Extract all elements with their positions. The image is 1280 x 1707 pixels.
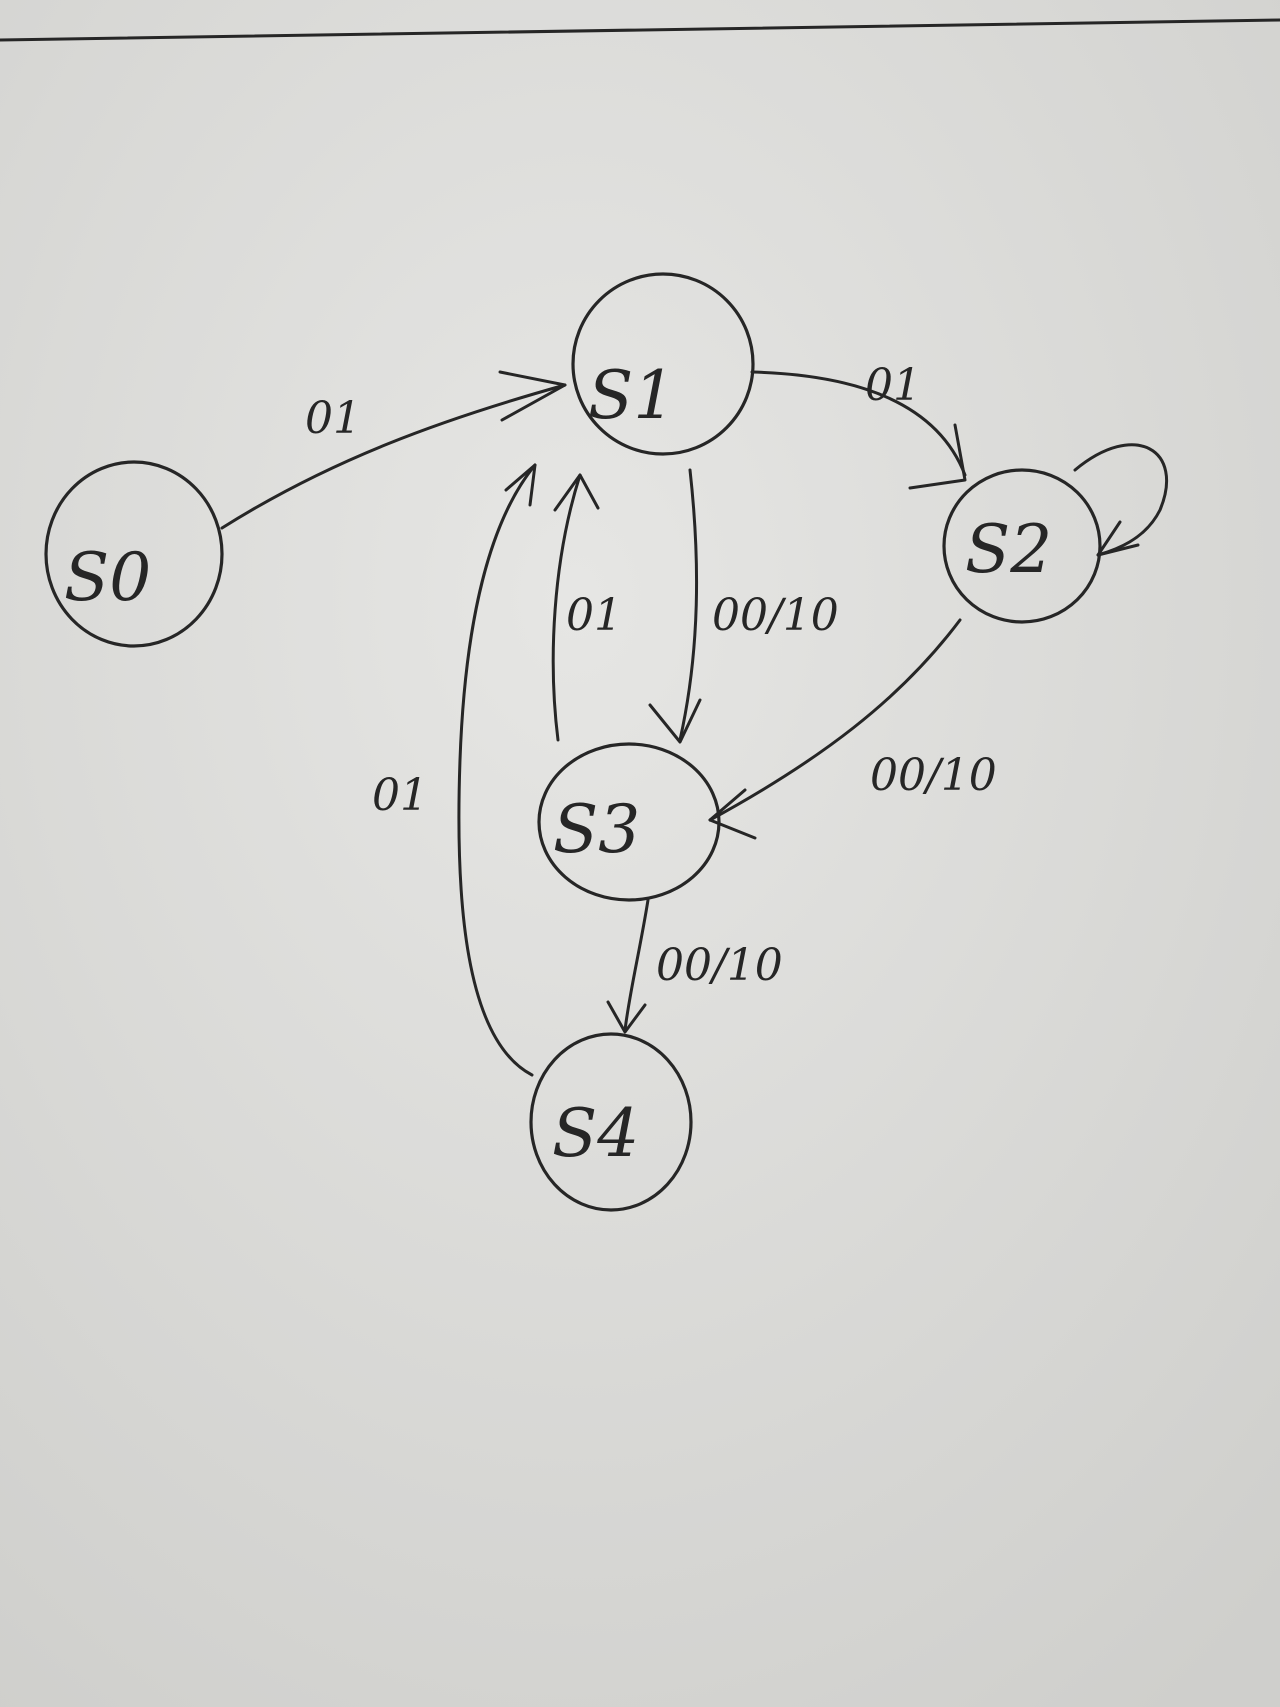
state-s3: S3 xyxy=(537,742,721,902)
transition-label-s1-s2: 01 xyxy=(865,360,921,411)
paper-edge-line xyxy=(0,18,1280,42)
state-label-s0: S0 xyxy=(64,539,151,616)
transition-label-s4-s1: 01 xyxy=(372,770,428,821)
state-label-s2: S2 xyxy=(965,511,1052,588)
transition-s1-s2: 01 xyxy=(750,360,967,490)
transition-label-s1-s3: 00/10 xyxy=(712,590,839,641)
transition-s1-s3: 00/10 xyxy=(648,468,839,744)
state-s0: S0 xyxy=(44,460,224,648)
transition-label-s0-s1: 01 xyxy=(305,393,361,444)
state-label-s4: S4 xyxy=(552,1095,639,1172)
transition-s3-s4: 00/10 xyxy=(606,898,783,1034)
transition-label-s3-s4: 00/10 xyxy=(656,940,783,991)
transition-s0-s1: 01 xyxy=(220,370,567,530)
state-s4: S4 xyxy=(529,1032,693,1212)
transition-s2-s3: 00/10 xyxy=(708,618,997,840)
state-s2: S2 xyxy=(942,468,1102,624)
state-label-s1: S1 xyxy=(588,357,675,434)
transition-label-s2-s3: 00/10 xyxy=(870,750,997,801)
state-label-s3: S3 xyxy=(553,791,640,868)
transition-s3-s1: 01 xyxy=(551,473,622,742)
state-s1: S1 xyxy=(571,272,755,456)
transition-label-s3-s1: 01 xyxy=(566,590,622,641)
transition-s4-s1: 01 xyxy=(372,463,537,1077)
